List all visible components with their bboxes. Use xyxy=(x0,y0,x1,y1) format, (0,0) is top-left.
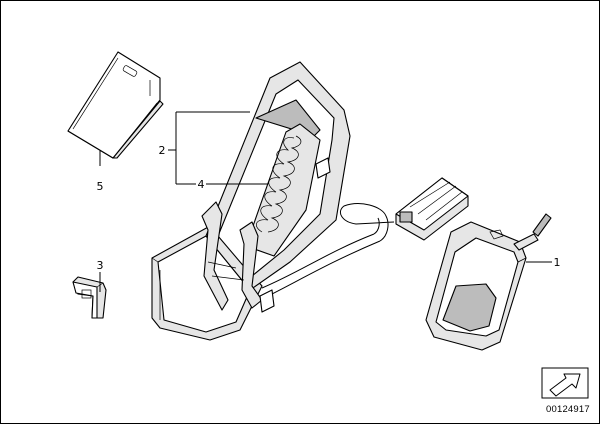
callout-5: 5 xyxy=(97,180,104,193)
callout-4: 4 xyxy=(198,178,205,191)
callout-1: 1 xyxy=(554,256,561,269)
spring-coil xyxy=(255,135,302,233)
part-1-phone xyxy=(425,213,552,351)
callout-3: 3 xyxy=(97,259,104,272)
callout-2: 2 xyxy=(159,144,166,157)
part-3-clip xyxy=(72,276,107,319)
document-number: 00124917 xyxy=(546,404,590,415)
part-5-card xyxy=(67,51,164,159)
arrow-orientation-icon xyxy=(541,367,589,399)
part-2-holder xyxy=(151,61,469,341)
leader-lines xyxy=(99,111,552,292)
